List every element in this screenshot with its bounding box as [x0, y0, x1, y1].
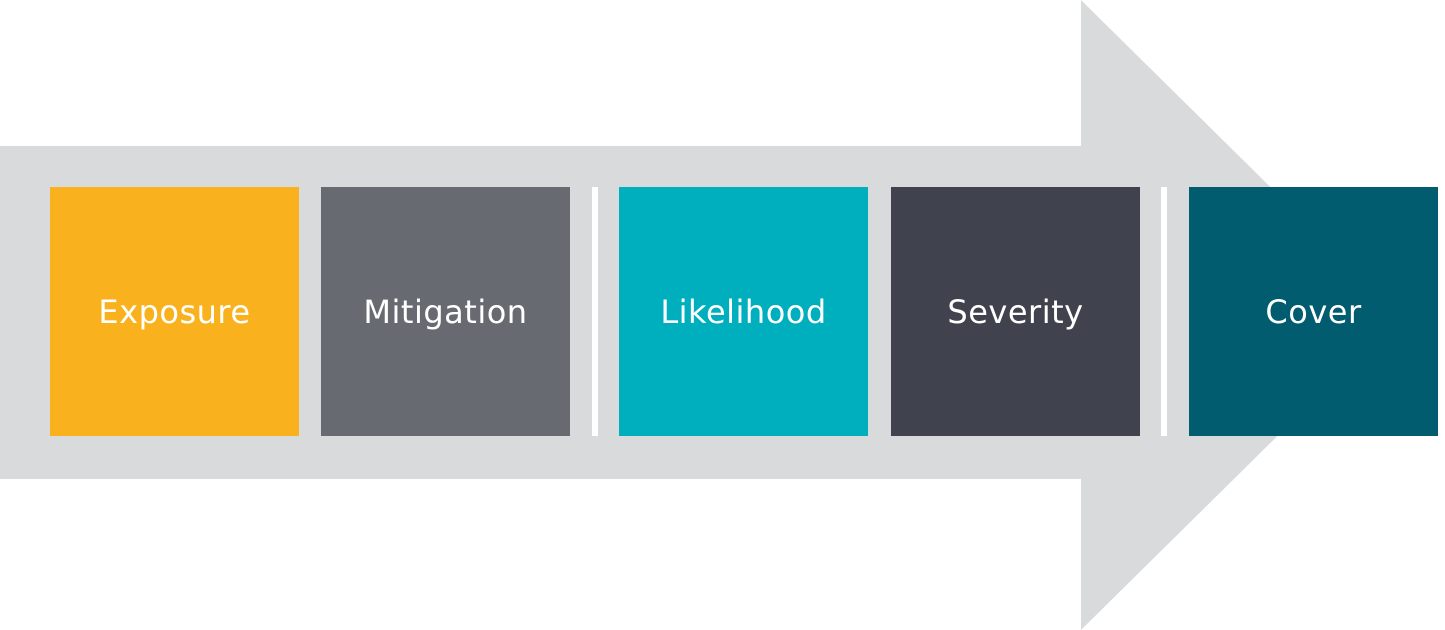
step-severity: Severity — [891, 187, 1140, 436]
step-label: Exposure — [98, 292, 251, 331]
step-cover: Cover — [1189, 187, 1438, 436]
stage-divider — [592, 187, 598, 436]
step-mitigation: Mitigation — [321, 187, 570, 436]
step-label: Mitigation — [363, 292, 528, 331]
stage-divider — [1161, 187, 1167, 436]
step-exposure: Exposure — [50, 187, 299, 436]
step-label: Severity — [947, 292, 1084, 331]
step-label: Cover — [1265, 292, 1362, 331]
step-label: Likelihood — [660, 292, 827, 331]
step-likelihood: Likelihood — [619, 187, 868, 436]
